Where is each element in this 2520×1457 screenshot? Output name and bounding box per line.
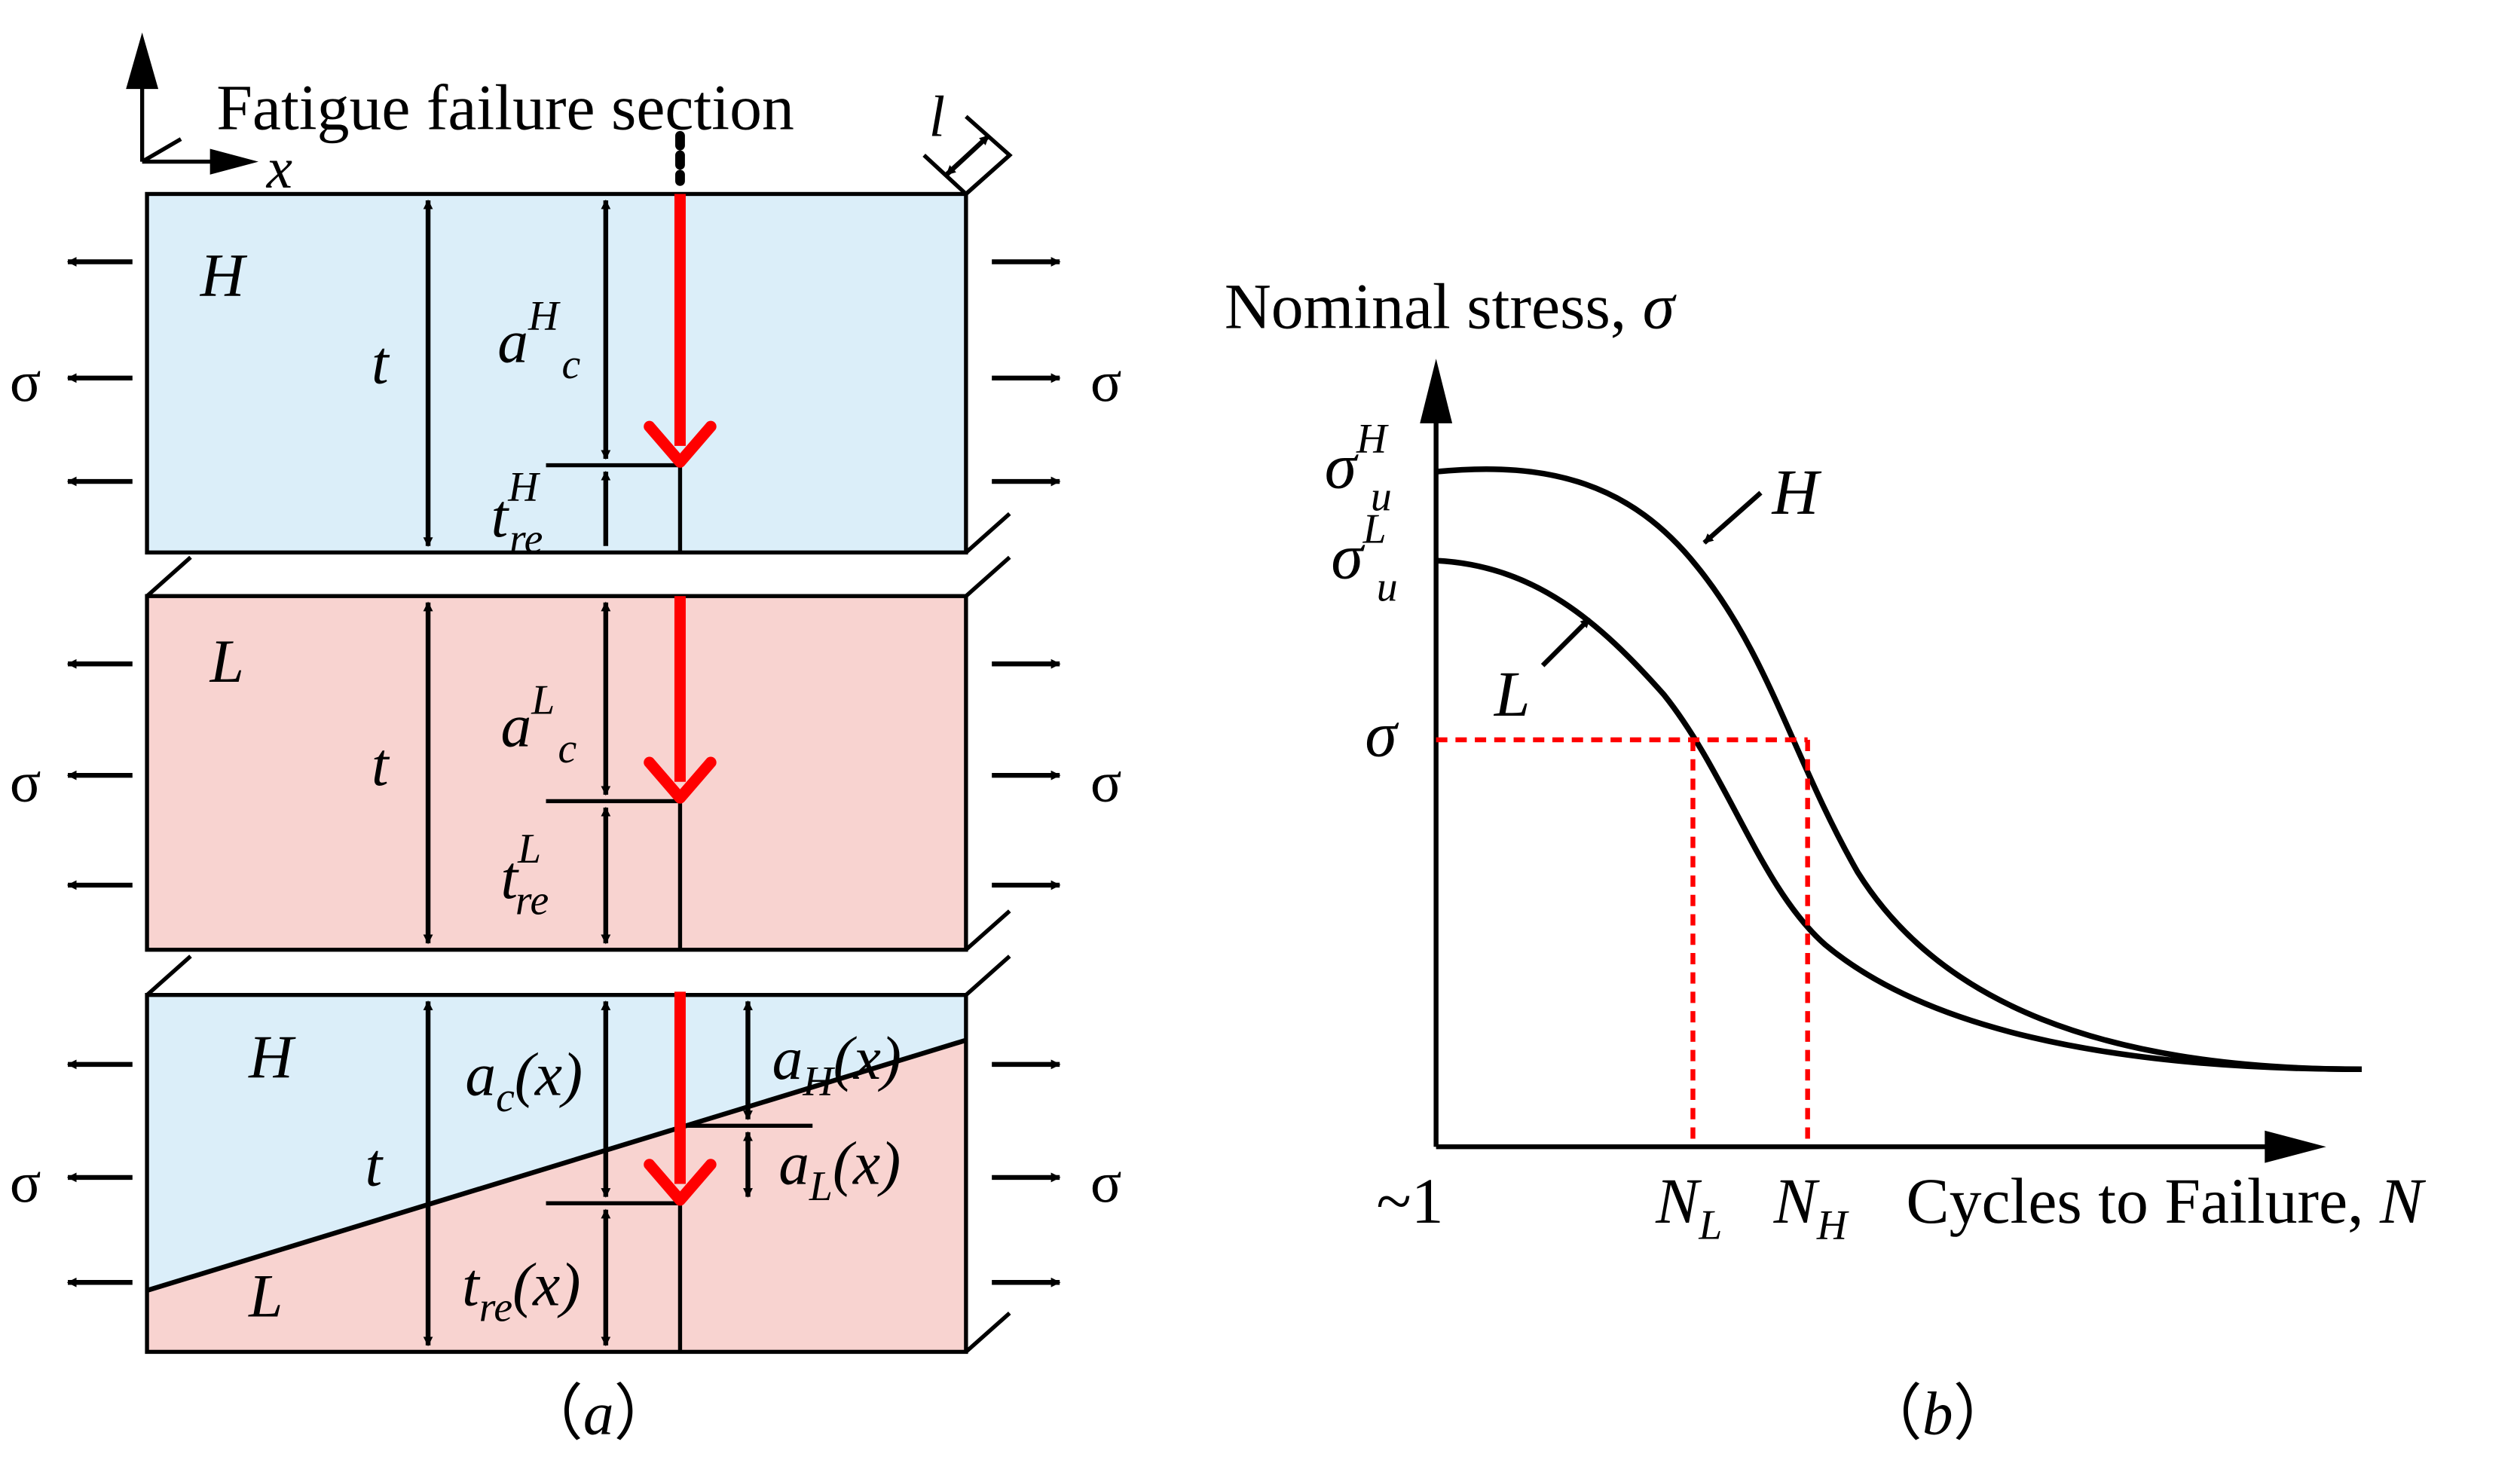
crack-depth-ac-label: ac(x) <box>465 1040 583 1121</box>
axis-x-label: x <box>266 136 292 200</box>
curve-H <box>1436 466 2362 1073</box>
curve-L-label: L <box>1494 658 1531 730</box>
block-HL: H L t ac(x) aH(x) aL(x) tre(x) <box>145 955 1011 1355</box>
crack-depth-aL-label: aL(x) <box>778 1129 901 1209</box>
H-leader-arrow-icon <box>1702 490 1763 545</box>
crack-depth-L-label: aLc <box>501 677 577 772</box>
stress-sigma-right-1: σ <box>1090 349 1122 414</box>
x-axis-title: Cycles to Failure, N <box>1906 1165 2427 1237</box>
curve-H-label: H <box>1772 457 1822 528</box>
stress-sigma-right-3: σ <box>1090 1150 1122 1214</box>
material-L-label: L <box>248 1261 283 1330</box>
width-symbol: l <box>929 84 945 148</box>
curve-L <box>1436 557 2362 1073</box>
thickness-t-label: t <box>365 1131 384 1199</box>
y-axis-title: Nominal stress, σ <box>1225 270 1677 342</box>
NL-label: NL <box>1655 1165 1722 1248</box>
thickness-t-label: t <box>372 328 390 396</box>
stress-sigma-left-1: σ <box>10 349 41 414</box>
thickness-t-label: t <box>372 730 390 799</box>
material-L-label: L <box>209 627 244 695</box>
coordinate-axes-icon <box>126 32 258 175</box>
stress-sigma-left-2: σ <box>10 749 41 814</box>
crack-depth-aH-label: aH(x) <box>772 1024 901 1104</box>
stress-arrows <box>66 257 1061 1287</box>
remaining-thickness-tre-label: tre(x) <box>462 1250 580 1330</box>
x-axis-arrow-icon <box>2265 1130 2326 1163</box>
y-axis-arrow-icon <box>1420 359 1453 423</box>
caption-a: （a） <box>521 1379 675 1448</box>
material-interface-line <box>146 1037 967 1294</box>
crack-depth-H-label: aHc <box>497 293 580 388</box>
stress-sigma-left-3: σ <box>10 1150 41 1214</box>
material-H-label: H <box>200 241 248 310</box>
header-fatigue-failure-section: Fatigue failure section <box>216 72 794 144</box>
L-leader-arrow-icon <box>1540 616 1592 667</box>
caption-b: （b） <box>1861 1379 2014 1448</box>
sigma-level-label: σ <box>1365 698 1399 770</box>
material-H-label: H <box>248 1022 296 1091</box>
stress-sigma-right-2: σ <box>1090 749 1122 814</box>
NH-label: NH <box>1773 1165 1849 1248</box>
x-origin-label: ~1 <box>1376 1165 1443 1237</box>
